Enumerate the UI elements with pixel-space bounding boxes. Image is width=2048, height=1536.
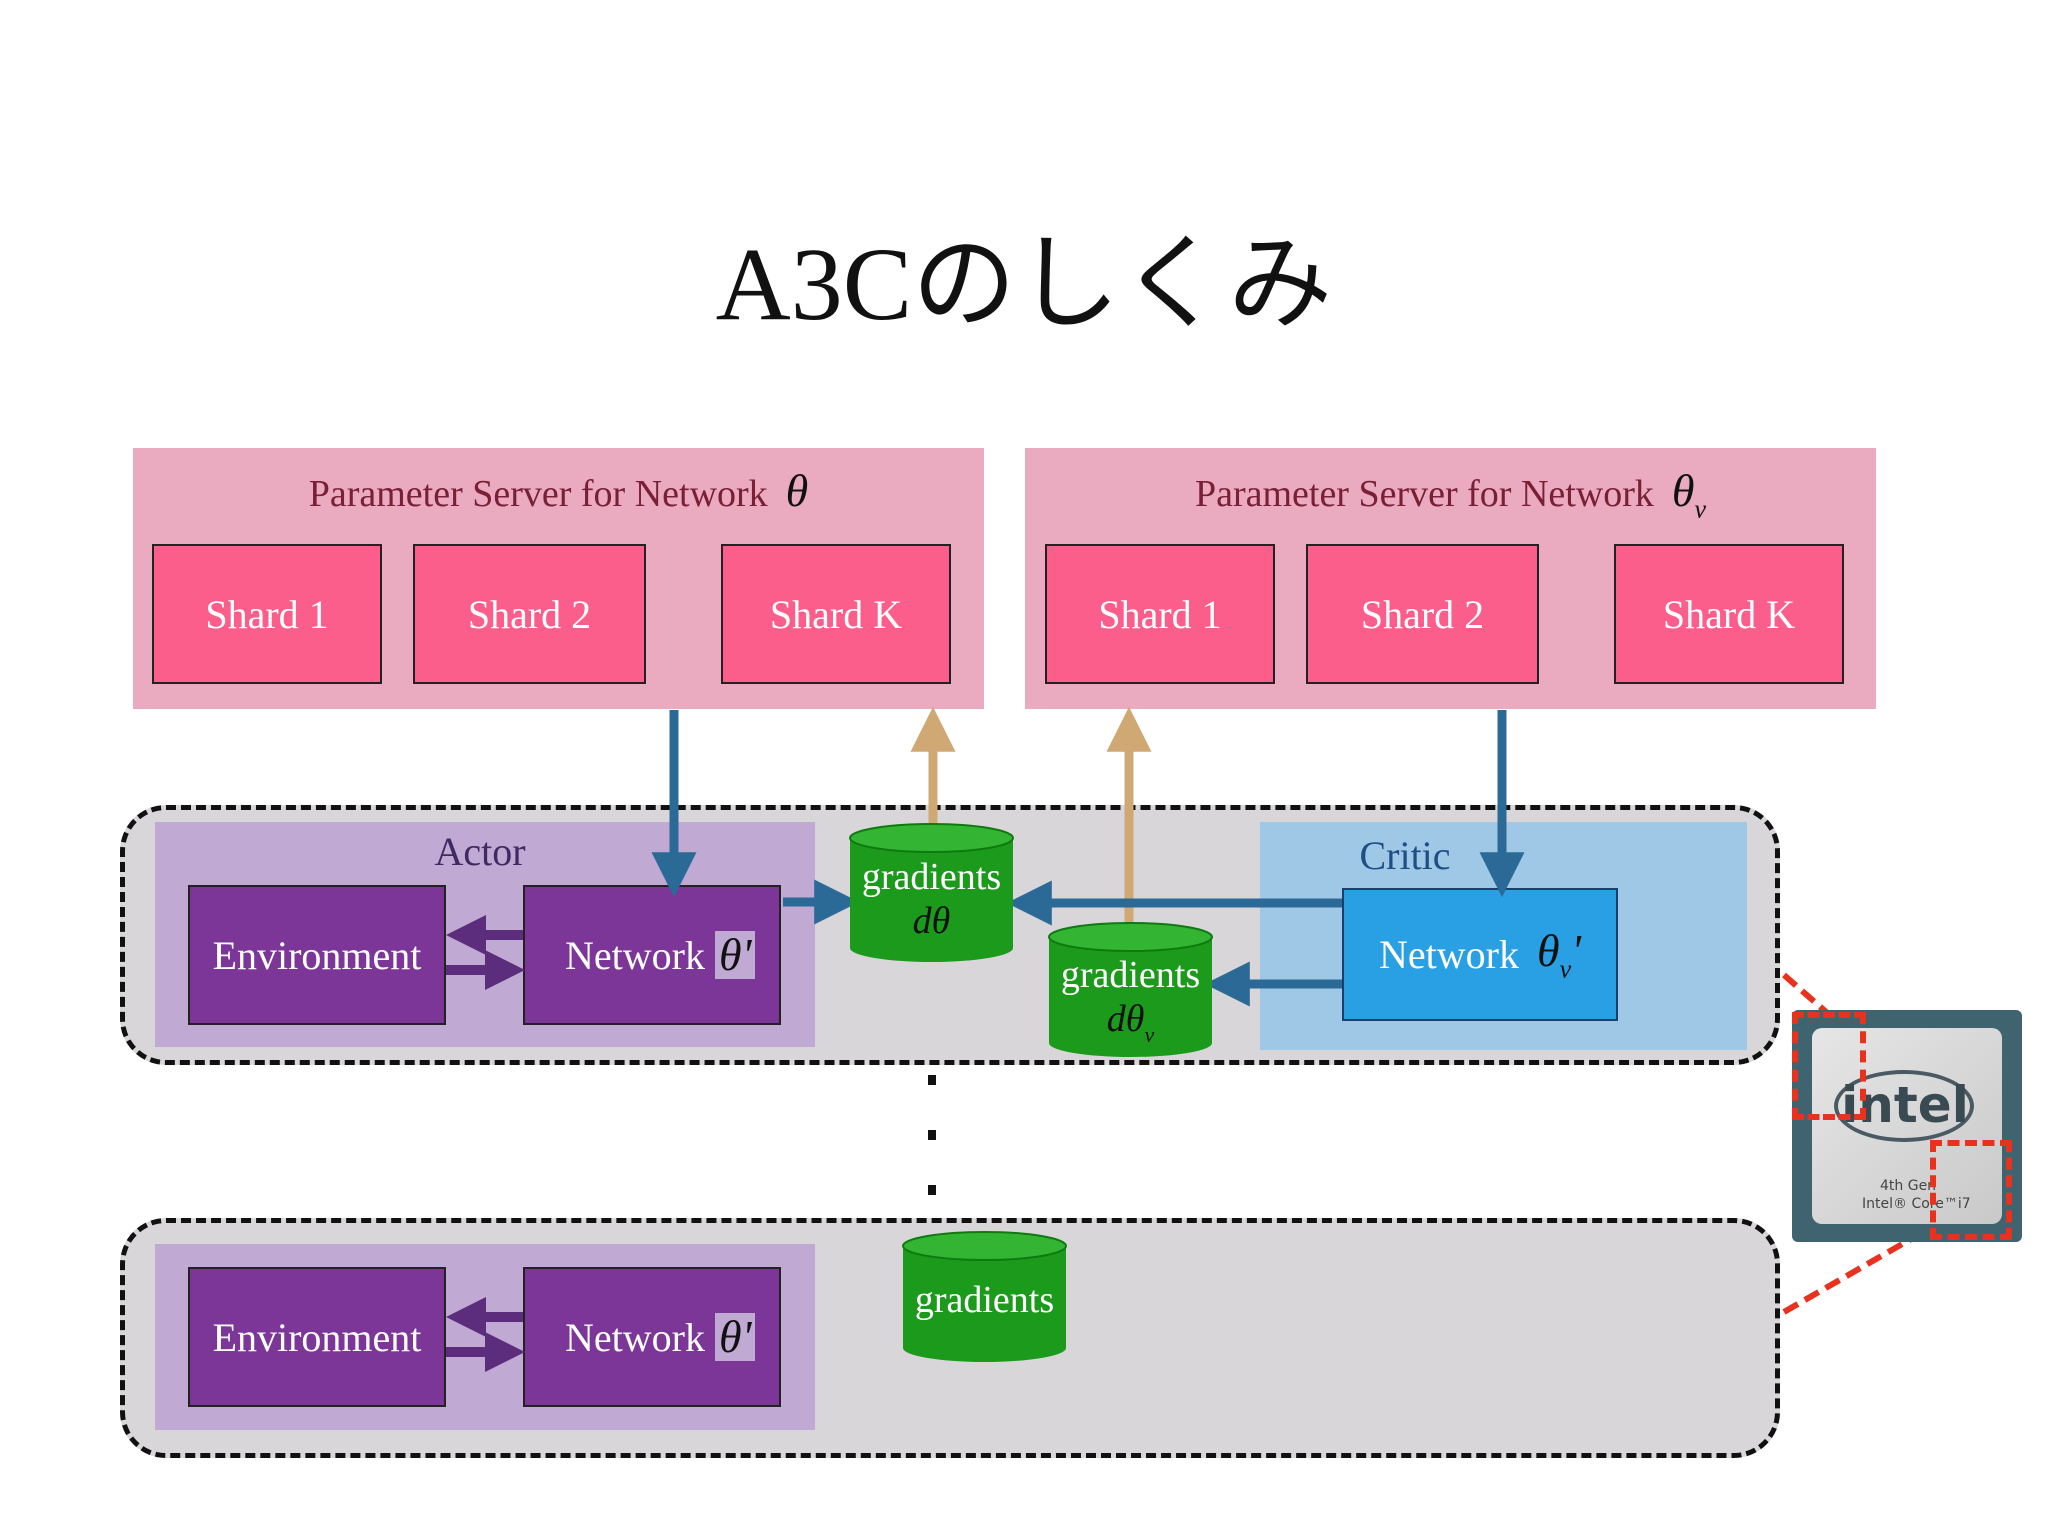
shard-1: Shard 1 [1045,544,1275,684]
shard-1: Shard 1 [152,544,382,684]
actor-label: Actor [434,829,526,874]
environment-box: Environment [188,1267,446,1407]
gradients-label: gradients dθv [1049,953,1212,1048]
gradients-cylinder [1048,922,1213,1057]
intel-logo-ring [1834,1070,1974,1142]
cpu-model-line: Intel® Core™i7 [1862,1196,1971,1212]
shard-k: Shard K [1614,544,1844,684]
theta-v-prime-symbol: θv' [1536,925,1581,984]
gradients-label: gradients [914,1279,1055,1321]
shard-k: Shard K [721,544,951,684]
gradients-cylinder [902,1231,1067,1362]
cpu-model-line: 4th Gen [1880,1178,1937,1194]
gradients-cylinder [849,823,1014,962]
critic-label: Critic [1359,833,1451,878]
zoom-highlight-box [1792,1012,1866,1120]
gradients-label: gradients dθ [850,855,1013,943]
d-theta-v-symbol: dθv [1106,998,1155,1047]
theta-symbol: θ [785,465,809,516]
environment-box: Environment [188,885,446,1025]
theta-prime-symbol: θ' [714,931,756,979]
shard-2: Shard 2 [413,544,646,684]
cpu-chip-image: intel 4th Gen Intel® Core™i7 [1792,1010,2022,1242]
theta-prime-symbol: θ' [714,1313,756,1361]
ellipsis-dots [928,1075,948,1205]
zoom-highlight-box [1930,1140,2012,1240]
page-title: A3Cのしくみ [715,227,1333,342]
d-theta-symbol: dθ [912,900,951,942]
cpu-lid: intel 4th Gen Intel® Core™i7 [1812,1028,2002,1224]
shard-2: Shard 2 [1306,544,1539,684]
theta-v-symbol: θv [1671,465,1707,524]
